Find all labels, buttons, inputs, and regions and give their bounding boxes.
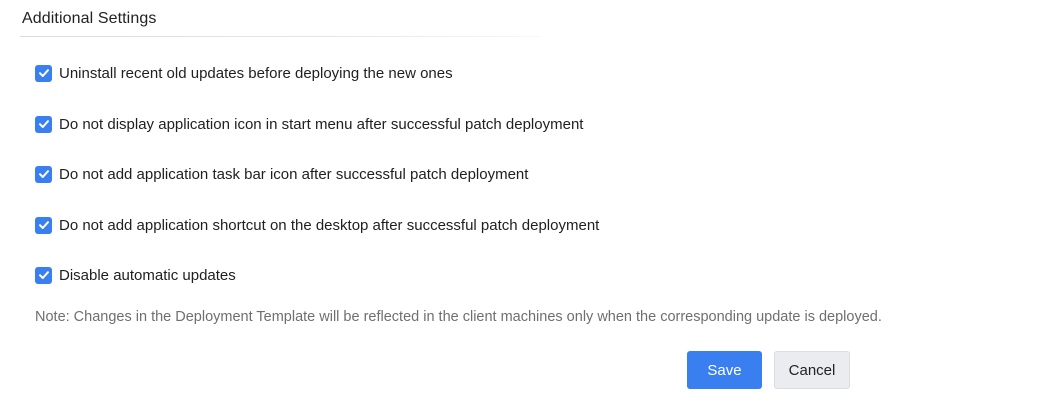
option-label: Do not add application task bar icon aft… bbox=[59, 165, 529, 183]
checkmark-icon bbox=[38, 221, 49, 229]
option-no-desktop-shortcut[interactable]: Do not add application shortcut on the d… bbox=[35, 215, 599, 235]
save-button[interactable]: Save bbox=[687, 351, 762, 389]
checkmark-icon bbox=[38, 120, 49, 128]
option-disable-auto-updates[interactable]: Disable automatic updates bbox=[35, 265, 236, 285]
deployment-note: Note: Changes in the Deployment Template… bbox=[35, 309, 882, 325]
option-label: Do not display application icon in start… bbox=[59, 115, 584, 133]
option-hide-start-menu-icon[interactable]: Do not display application icon in start… bbox=[35, 114, 583, 134]
checkbox-checked[interactable] bbox=[35, 64, 52, 82]
checkbox-checked[interactable] bbox=[35, 216, 52, 234]
option-hide-taskbar-icon[interactable]: Do not add application task bar icon aft… bbox=[35, 164, 528, 184]
checkmark-icon bbox=[38, 271, 49, 279]
checkmark-icon bbox=[38, 170, 49, 178]
section-divider bbox=[20, 36, 540, 37]
section-title: Additional Settings bbox=[22, 10, 157, 27]
checkbox-checked[interactable] bbox=[35, 165, 52, 183]
option-uninstall-old-updates[interactable]: Uninstall recent old updates before depl… bbox=[35, 63, 453, 83]
cancel-button[interactable]: Cancel bbox=[774, 351, 850, 389]
checkmark-icon bbox=[38, 69, 49, 77]
option-label: Uninstall recent old updates before depl… bbox=[59, 64, 453, 82]
option-label: Do not add application shortcut on the d… bbox=[59, 216, 600, 234]
option-label: Disable automatic updates bbox=[59, 266, 236, 284]
checkbox-checked[interactable] bbox=[35, 115, 52, 133]
checkbox-checked[interactable] bbox=[35, 266, 52, 284]
